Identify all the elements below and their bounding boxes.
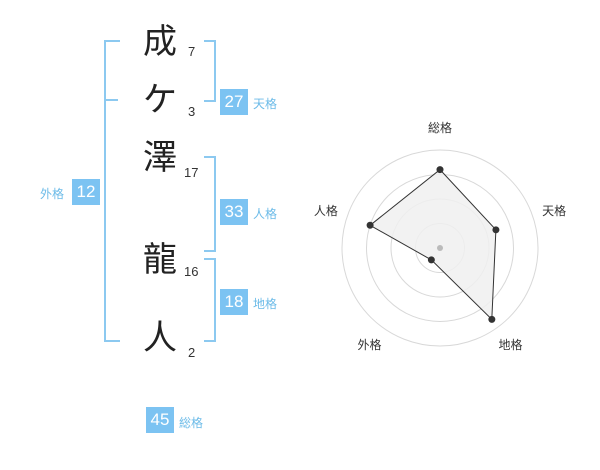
radar-axis-label-1: 総格: [428, 120, 452, 135]
radar-point-1: [436, 166, 444, 174]
jinkaku-bracket: [204, 156, 216, 252]
name-char-2: ケ: [143, 80, 177, 120]
gaikaku-label: 外格: [40, 187, 65, 201]
radar-axis-label-5: 人格: [314, 203, 338, 218]
gaikaku-bracket-tick: [104, 99, 118, 101]
chikaku-bracket: [204, 258, 216, 342]
chikaku-label: 地格: [253, 297, 278, 311]
radar-point-2: [492, 226, 500, 234]
radar-point-3: [488, 315, 496, 323]
radar-center-dot: [437, 245, 443, 251]
stroke-count-4: 16: [184, 264, 199, 279]
tenkaku-bracket: [204, 40, 216, 102]
name-char-1: 成: [143, 22, 177, 62]
radar-axis-label-3: 地格: [498, 337, 522, 352]
radar-point-5: [366, 221, 374, 229]
chikaku-badge: 18: [220, 289, 248, 315]
soukaku-badge: 45: [146, 407, 174, 433]
soukaku-label: 総格: [179, 416, 204, 430]
jinkaku-label: 人格: [253, 207, 278, 221]
stroke-count-3: 17: [184, 165, 199, 180]
tenkaku-badge: 27: [220, 89, 248, 115]
gaikaku-badge: 12: [72, 179, 100, 205]
radar-point-4: [427, 256, 435, 264]
radar-axis-label-2: 天格: [542, 203, 566, 218]
radar-axis-label-4: 外格: [357, 337, 381, 352]
stroke-count-5: 2: [188, 345, 196, 360]
gaikaku-bracket: [104, 40, 120, 342]
tenkaku-label: 天格: [253, 97, 278, 111]
stroke-count-2: 3: [188, 104, 196, 119]
name-char-4: 龍: [143, 240, 177, 280]
stroke-count-1: 7: [188, 44, 196, 59]
name-char-5: 人: [143, 318, 177, 358]
jinkaku-badge: 33: [220, 199, 248, 225]
radar-polygon: [369, 168, 497, 321]
radar-ring-4: [341, 149, 539, 347]
name-char-3: 澤: [143, 138, 177, 178]
